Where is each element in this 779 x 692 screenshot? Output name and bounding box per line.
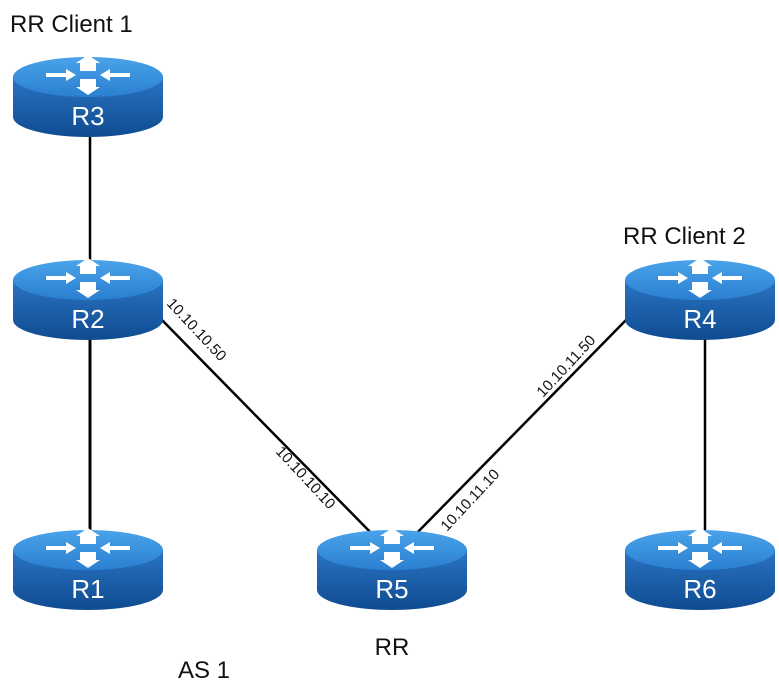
link-r5-r4 — [409, 317, 629, 541]
router-label: R3 — [71, 101, 104, 131]
links — [88, 135, 707, 541]
rr-label: RR — [375, 634, 410, 661]
link-r2-r5 — [159, 317, 379, 541]
router-r5[interactable]: R5 — [317, 528, 467, 610]
router-r3[interactable]: R3 — [13, 55, 163, 137]
ip-r4-side: 10.10.11.50 — [533, 332, 599, 401]
router-label: R1 — [71, 574, 104, 604]
router-r1[interactable]: R1 — [13, 528, 163, 610]
router-label: R6 — [683, 574, 716, 604]
router-r4[interactable]: R4 — [625, 258, 775, 340]
as-label: AS 1 — [178, 657, 230, 684]
rr-client-2-label: RR Client 2 — [623, 223, 746, 250]
router-r6[interactable]: R6 — [625, 528, 775, 610]
ip-r5-side-left: 10.10.10.10 — [272, 443, 338, 513]
router-label: R5 — [375, 574, 408, 604]
rr-client-1-label: RR Client 1 — [10, 11, 133, 38]
router-label: R2 — [71, 304, 104, 334]
router-label: R4 — [683, 304, 716, 334]
router-r2[interactable]: R2 — [13, 258, 163, 340]
